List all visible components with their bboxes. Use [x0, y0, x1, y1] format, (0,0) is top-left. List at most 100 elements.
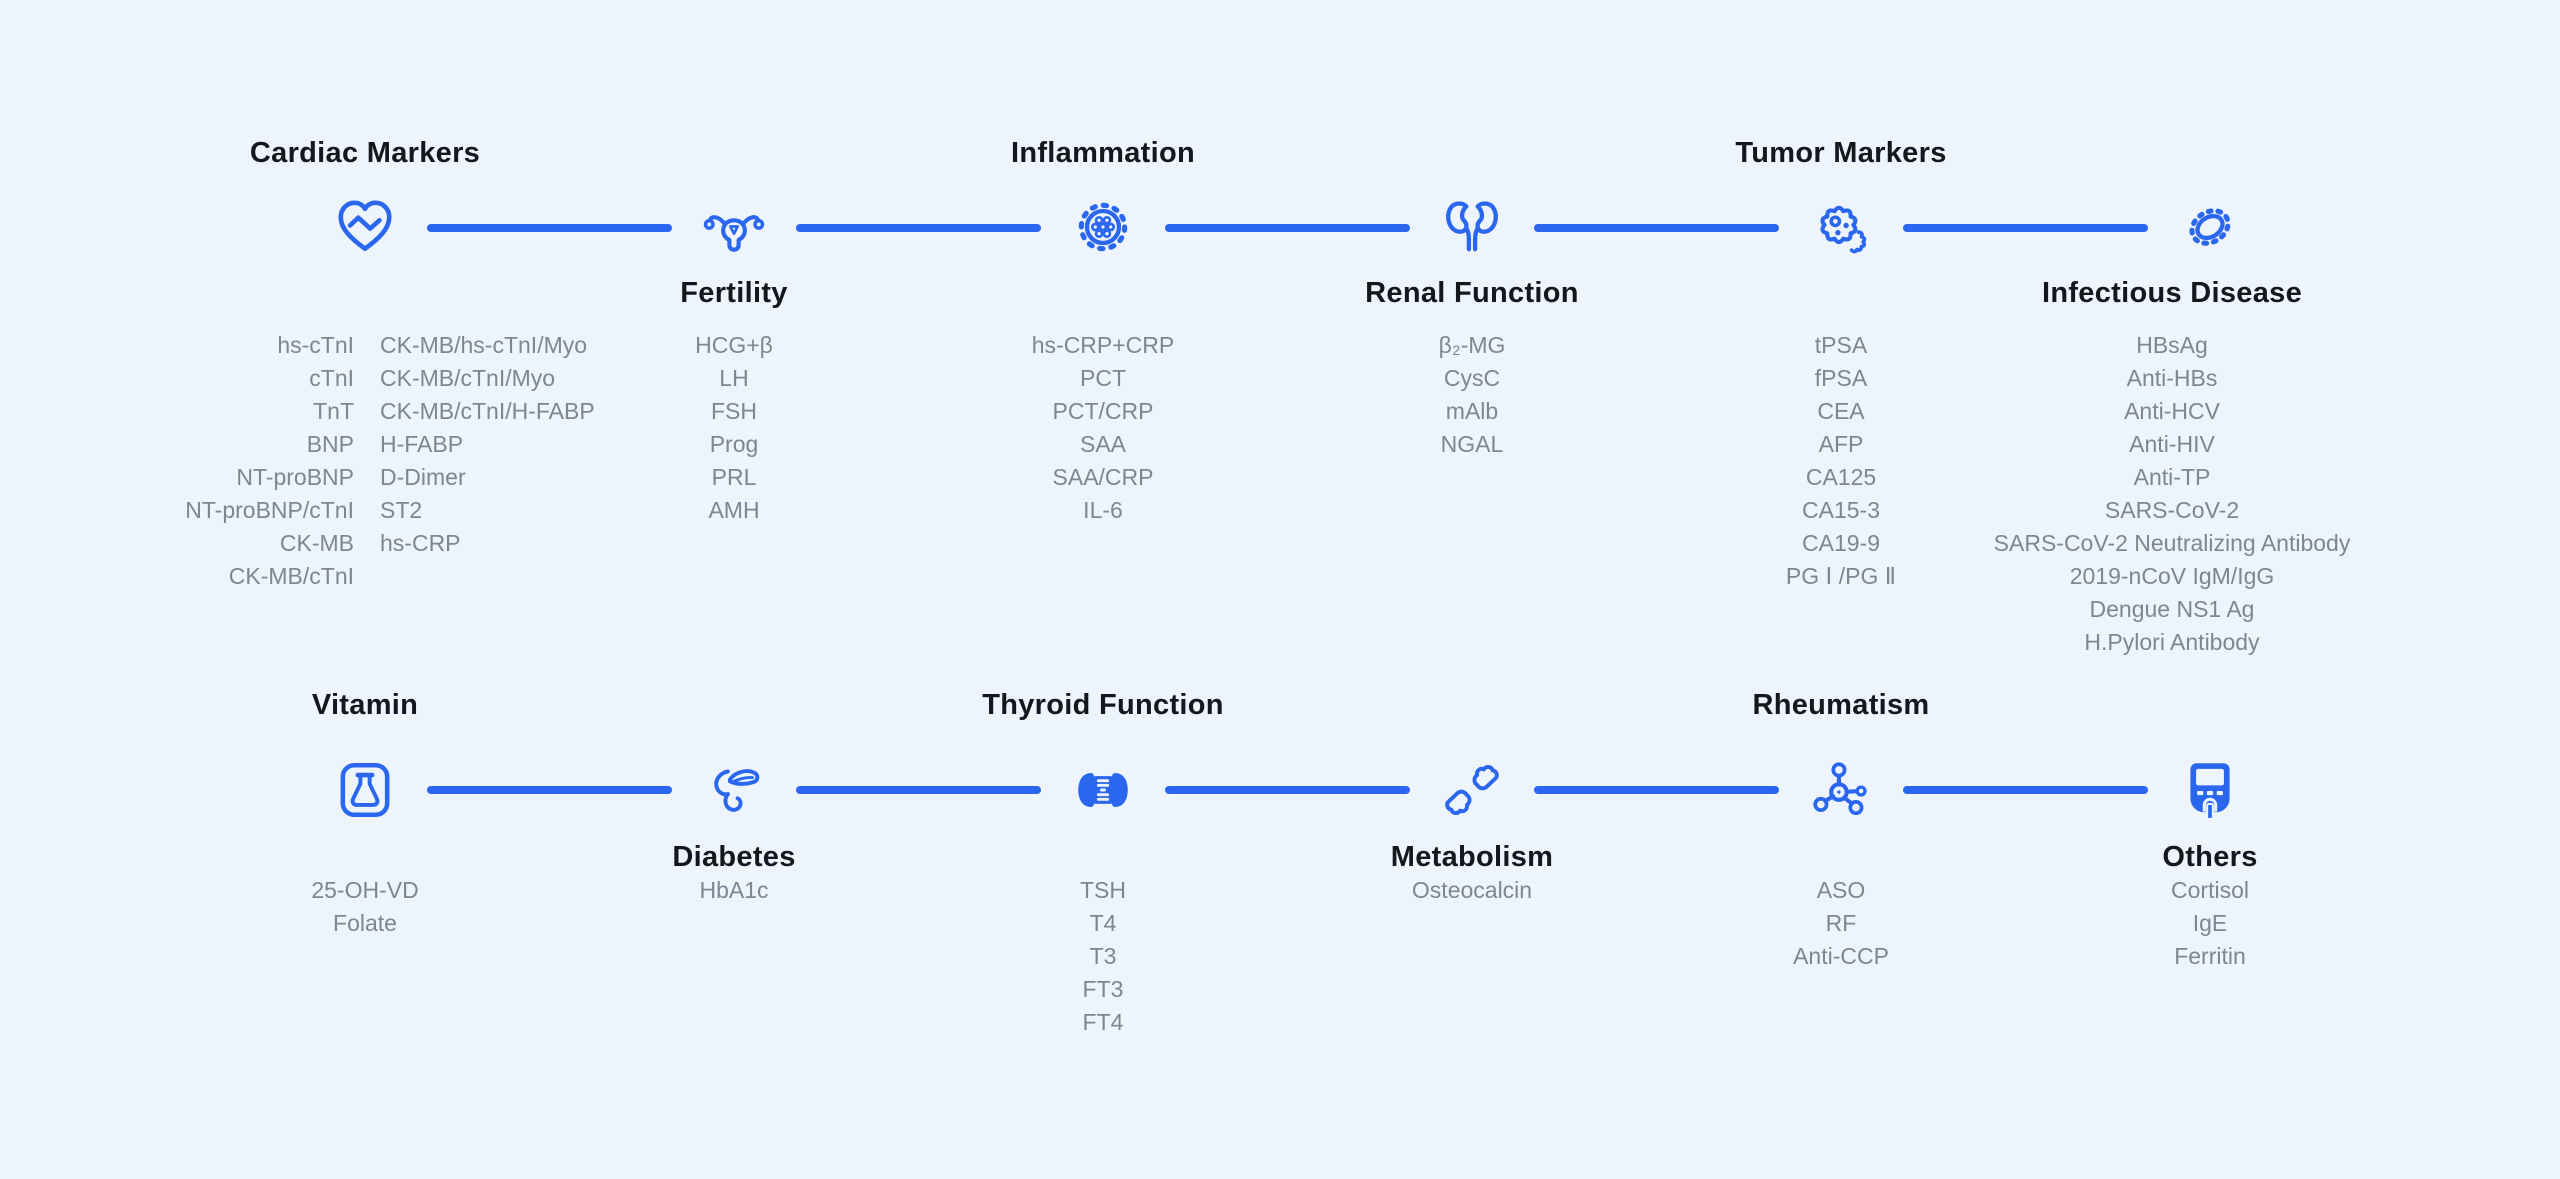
tumor-cell-icon [1808, 194, 1874, 260]
marker-item: HBsAg [2136, 332, 2208, 358]
marker-item: mAlb [1445, 398, 1499, 424]
bone-joint-icon [1439, 757, 1505, 823]
marker-item: hs-CRP [380, 530, 461, 556]
marker-item: CysC [1443, 365, 1501, 391]
category-title-others: Others [2162, 841, 2258, 873]
marker-item: CK-MB/cTnI/H-FABP [380, 398, 595, 424]
marker-item: SAA [1079, 431, 1127, 457]
marker-item: cTnI [309, 365, 355, 391]
marker-item: HbA1c [699, 877, 769, 903]
kidneys-icon [1439, 194, 1505, 260]
marker-item: HCG+β [695, 332, 773, 358]
marker-list-rheumatism: ASO RF Anti-CCP [1793, 874, 1889, 973]
category-title-cardiac-markers: Cardiac Markers [249, 137, 481, 169]
flask-icon [332, 757, 398, 823]
marker-item: Cortisol [2171, 877, 2249, 903]
marker-item: NT-proBNP/cTnI [185, 497, 355, 523]
marker-item: Anti-CCP [1793, 943, 1889, 969]
marker-item: FT4 [1082, 1009, 1124, 1035]
pancreas-icon [701, 757, 767, 823]
marker-item: CK-MB/hs-cTnI/Myo [380, 332, 588, 358]
marker-item: T3 [1089, 943, 1117, 969]
marker-item: PCT [1079, 365, 1126, 391]
marker-item: fPSA [1814, 365, 1868, 391]
marker-item: hs-cTnI [277, 332, 355, 358]
marker-item: CK-MB/cTnI [228, 563, 355, 589]
marker-item: SARS-CoV-2 [2104, 497, 2240, 523]
marker-item: TSH [1080, 877, 1126, 903]
marker-item: Dengue NS1 Ag [2089, 596, 2255, 622]
category-title-tumor-markers: Tumor Markers [1735, 137, 1947, 169]
marker-item: Anti-HBs [2126, 365, 2218, 391]
marker-list-cardiac-markers: hs-cTnI cTnI TnT BNP NT-proBNP NT-proBNP/cTnI… [185, 329, 594, 593]
marker-item: AMH [708, 497, 760, 523]
connector-line [1903, 786, 2148, 794]
marker-item: H.Pylori Antibody [2084, 629, 2260, 655]
marker-item: CK-MB [279, 530, 355, 556]
connector-line [1534, 786, 1779, 794]
thyroid-icon [1070, 757, 1136, 823]
category-title-thyroid-function: Thyroid Function [982, 689, 1224, 721]
marker-item: NT-proBNP [236, 464, 355, 490]
heart-pulse-icon [332, 194, 398, 260]
connector-line [796, 786, 1041, 794]
connector-line [427, 786, 672, 794]
connector-line [1165, 786, 1410, 794]
marker-item: D-Dimer [380, 464, 466, 490]
marker-item: T4 [1089, 910, 1117, 936]
marker-item: H-FABP [380, 431, 464, 457]
marker-item: SAA/CRP [1052, 464, 1154, 490]
marker-item: CA125 [1805, 464, 1877, 490]
marker-item: Anti-HCV [2124, 398, 2220, 424]
marker-item: SARS-CoV-2 Neutralizing Antibody [1993, 530, 2351, 556]
marker-list-metabolism: Osteocalcin [1412, 874, 1532, 907]
glucometer-icon [2177, 757, 2243, 823]
marker-item: hs-CRP+CRP [1031, 332, 1175, 358]
connector-line [1534, 224, 1779, 232]
marker-item: PCT/CRP [1052, 398, 1154, 424]
category-title-vitamin: Vitamin [311, 689, 419, 721]
marker-item: CK-MB/cTnI/Myo [380, 365, 556, 391]
marker-item: BNP [306, 431, 355, 457]
marker-item: β₂-MG [1438, 332, 1506, 358]
connector-line [1903, 224, 2148, 232]
marker-item: TnT [313, 398, 355, 424]
uterus-icon [701, 194, 767, 260]
marker-item: ASO [1816, 877, 1866, 903]
marker-item: NGAL [1440, 431, 1504, 457]
virus-cell-icon [1070, 194, 1136, 260]
marker-item: Ferritin [2174, 943, 2246, 969]
category-title-metabolism: Metabolism [1390, 841, 1554, 873]
connector-line [427, 224, 672, 232]
marker-item: FT3 [1082, 976, 1124, 1002]
marker-item: AFP [1818, 431, 1864, 457]
marker-item: RF [1825, 910, 1857, 936]
marker-item: PG Ⅰ /PG Ⅱ [1785, 563, 1897, 589]
marker-item: PRL [711, 464, 757, 490]
category-title-diabetes: Diabetes [672, 841, 796, 873]
marker-item: FSH [711, 398, 757, 424]
marker-item: IL-6 [1083, 497, 1123, 523]
connector-line [1165, 224, 1410, 232]
category-title-rheumatism: Rheumatism [1752, 689, 1930, 721]
category-title-renal-function: Renal Function [1365, 277, 1579, 309]
marker-item: tPSA [1814, 332, 1868, 358]
category-title-infectious-disease: Infectious Disease [2041, 277, 2303, 309]
category-title-inflammation: Inflammation [1010, 137, 1196, 169]
marker-sublist-left: hs-cTnI cTnI TnT BNP NT-proBNP NT-proBNP/cTnI… [185, 329, 354, 593]
marker-item: Anti-TP [2133, 464, 2211, 490]
marker-item: CA19-9 [1802, 530, 1880, 556]
marker-item: CEA [1817, 398, 1865, 424]
marker-item: CA15-3 [1802, 497, 1880, 523]
connector-line [796, 224, 1041, 232]
marker-item: 25-OH-VD [311, 877, 419, 903]
marker-item: 2019-nCoV IgM/IgG [2069, 563, 2275, 589]
marker-item: Osteocalcin [1411, 877, 1533, 903]
